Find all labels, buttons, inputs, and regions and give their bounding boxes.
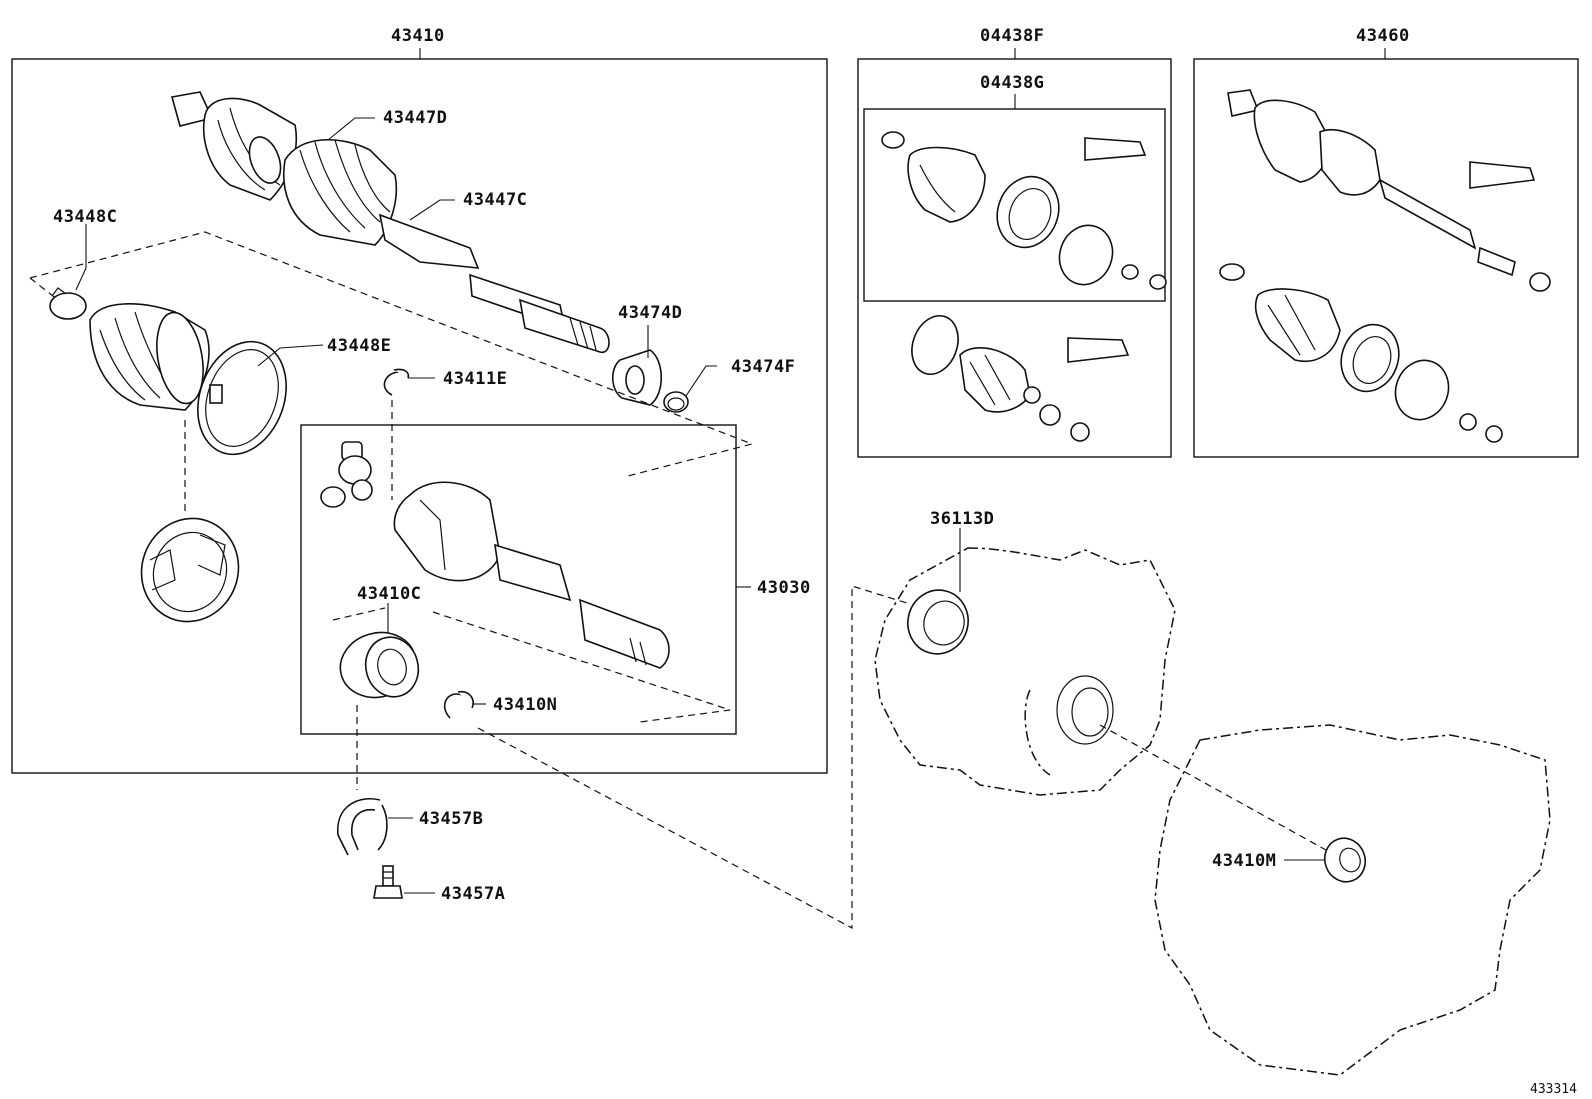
- bolt-43457A: [373, 865, 403, 899]
- label-43474F: 43474F: [731, 357, 795, 377]
- oil-seal-36113D: [907, 589, 969, 655]
- label-43474D: 43474D: [618, 303, 682, 323]
- bearing-43410C: [339, 631, 420, 699]
- kit-04438G-parts: [881, 131, 1167, 290]
- label-43410N: 43410N: [493, 695, 557, 715]
- snap-ring-43410N: [444, 690, 474, 719]
- boot-43448: [89, 303, 210, 411]
- label-43457B: 43457B: [419, 809, 483, 829]
- label-43410C: 43410C: [357, 584, 421, 604]
- tripod-spider: [320, 441, 373, 508]
- label-43030: 43030: [757, 578, 811, 598]
- joint-housing-ring: [140, 517, 240, 623]
- snap-ring-43411E: [383, 368, 410, 396]
- frame-43460: [1193, 58, 1579, 458]
- transaxle-rear-outline: [1154, 724, 1551, 1076]
- label-43411E: 43411E: [443, 369, 507, 389]
- boot-43447D: [283, 138, 398, 246]
- dynamic-damper-43474D: [611, 349, 662, 406]
- frame-43410: [11, 58, 828, 774]
- label-04438G: 04438G: [980, 73, 1044, 93]
- clip-43457B: [337, 798, 388, 856]
- label-43457A: 43457A: [441, 884, 505, 904]
- label-43448C: 43448C: [53, 207, 117, 227]
- frame-43030: [300, 424, 737, 735]
- label-43447C: 43447C: [463, 190, 527, 210]
- shaft-43460-parts: [1219, 89, 1551, 443]
- diagram-code: 433314: [1530, 1082, 1577, 1097]
- label-04438F: 04438F: [980, 26, 1044, 46]
- label-43460: 43460: [1356, 26, 1410, 46]
- label-43410: 43410: [391, 26, 445, 46]
- inner-joint-housing: [393, 481, 670, 669]
- clamp-43448C: [49, 287, 87, 320]
- clamp-43474F: [663, 391, 689, 413]
- label-43410M: 43410M: [1212, 851, 1276, 871]
- drive-shaft-outer-joint: [170, 91, 298, 201]
- label-43447D: 43447D: [383, 108, 447, 128]
- case-bore: [1056, 675, 1114, 745]
- label-43448E: 43448E: [327, 336, 391, 356]
- bearing-43410M: [1323, 837, 1367, 883]
- clamp-43448E: [197, 340, 287, 456]
- label-36113D: 36113D: [930, 509, 994, 529]
- kit-04438F-parts: [911, 315, 1130, 442]
- shaft-43410: [378, 213, 610, 353]
- transaxle-case-outline: [874, 547, 1176, 796]
